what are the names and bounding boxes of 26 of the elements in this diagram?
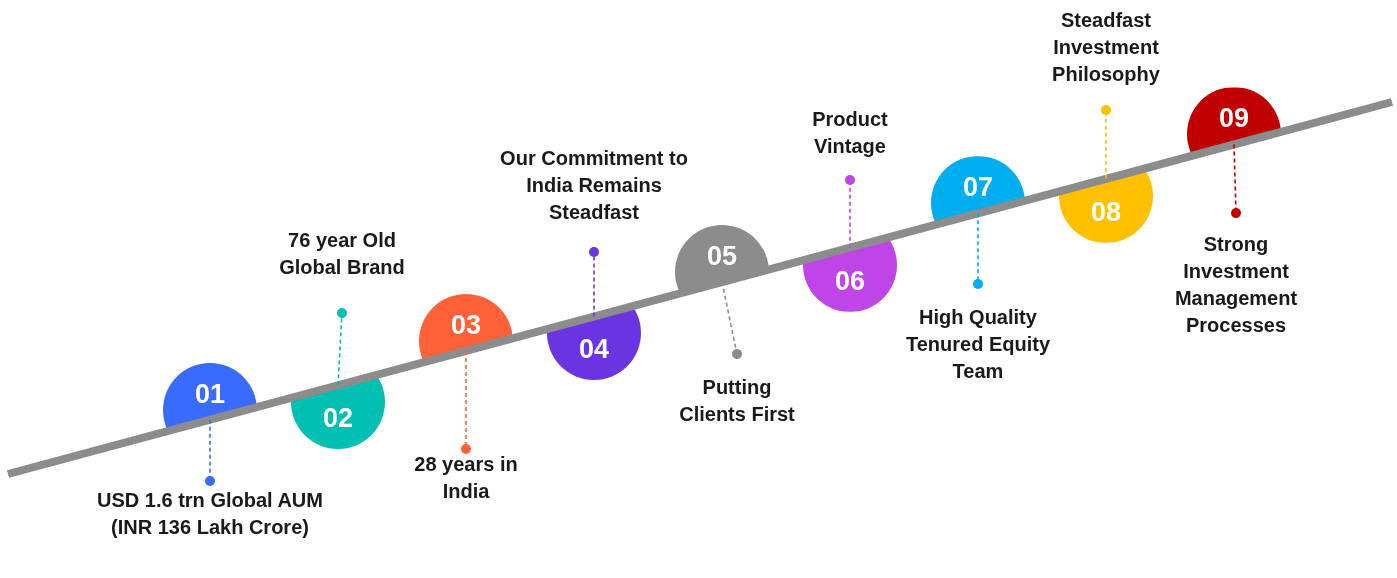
leader-line: [1231, 143, 1241, 218]
milestone-text: Strong Investment Management Processes: [1161, 213, 1311, 339]
milestone-text: Product Vintage: [795, 106, 905, 180]
leader-line: [461, 350, 471, 454]
milestone-text: High Quality Tenured Equity Team: [893, 284, 1063, 385]
milestone-text: USD 1.6 trn Global AUM (INR 136 Lakh Crore): [95, 481, 325, 541]
step-number: 07: [961, 171, 994, 204]
milestone-text: 76 year Old Global Brand: [262, 227, 422, 313]
milestone-text: Putting Clients First: [667, 354, 807, 428]
step-number: 01: [193, 377, 226, 410]
step-number: 09: [1217, 102, 1250, 135]
step-number: 03: [449, 308, 482, 341]
leader-line: [589, 247, 599, 318]
step-number: 06: [833, 264, 866, 297]
step-number: 08: [1089, 195, 1122, 228]
step-number: 05: [705, 240, 738, 273]
milestone-text: 28 years in India: [406, 449, 526, 505]
milestone-text: Our Commitment to India Remains Steadfast: [489, 145, 699, 252]
leader-line: [845, 175, 855, 249]
step-number: 04: [577, 333, 610, 366]
leader-line: [337, 308, 347, 387]
milestone-text: Steadfast Investment Philosophy: [1041, 7, 1171, 110]
step-number: 02: [321, 402, 354, 435]
leader-line: [205, 418, 215, 486]
leader-line: [1101, 105, 1111, 180]
leader-line: [973, 212, 983, 289]
